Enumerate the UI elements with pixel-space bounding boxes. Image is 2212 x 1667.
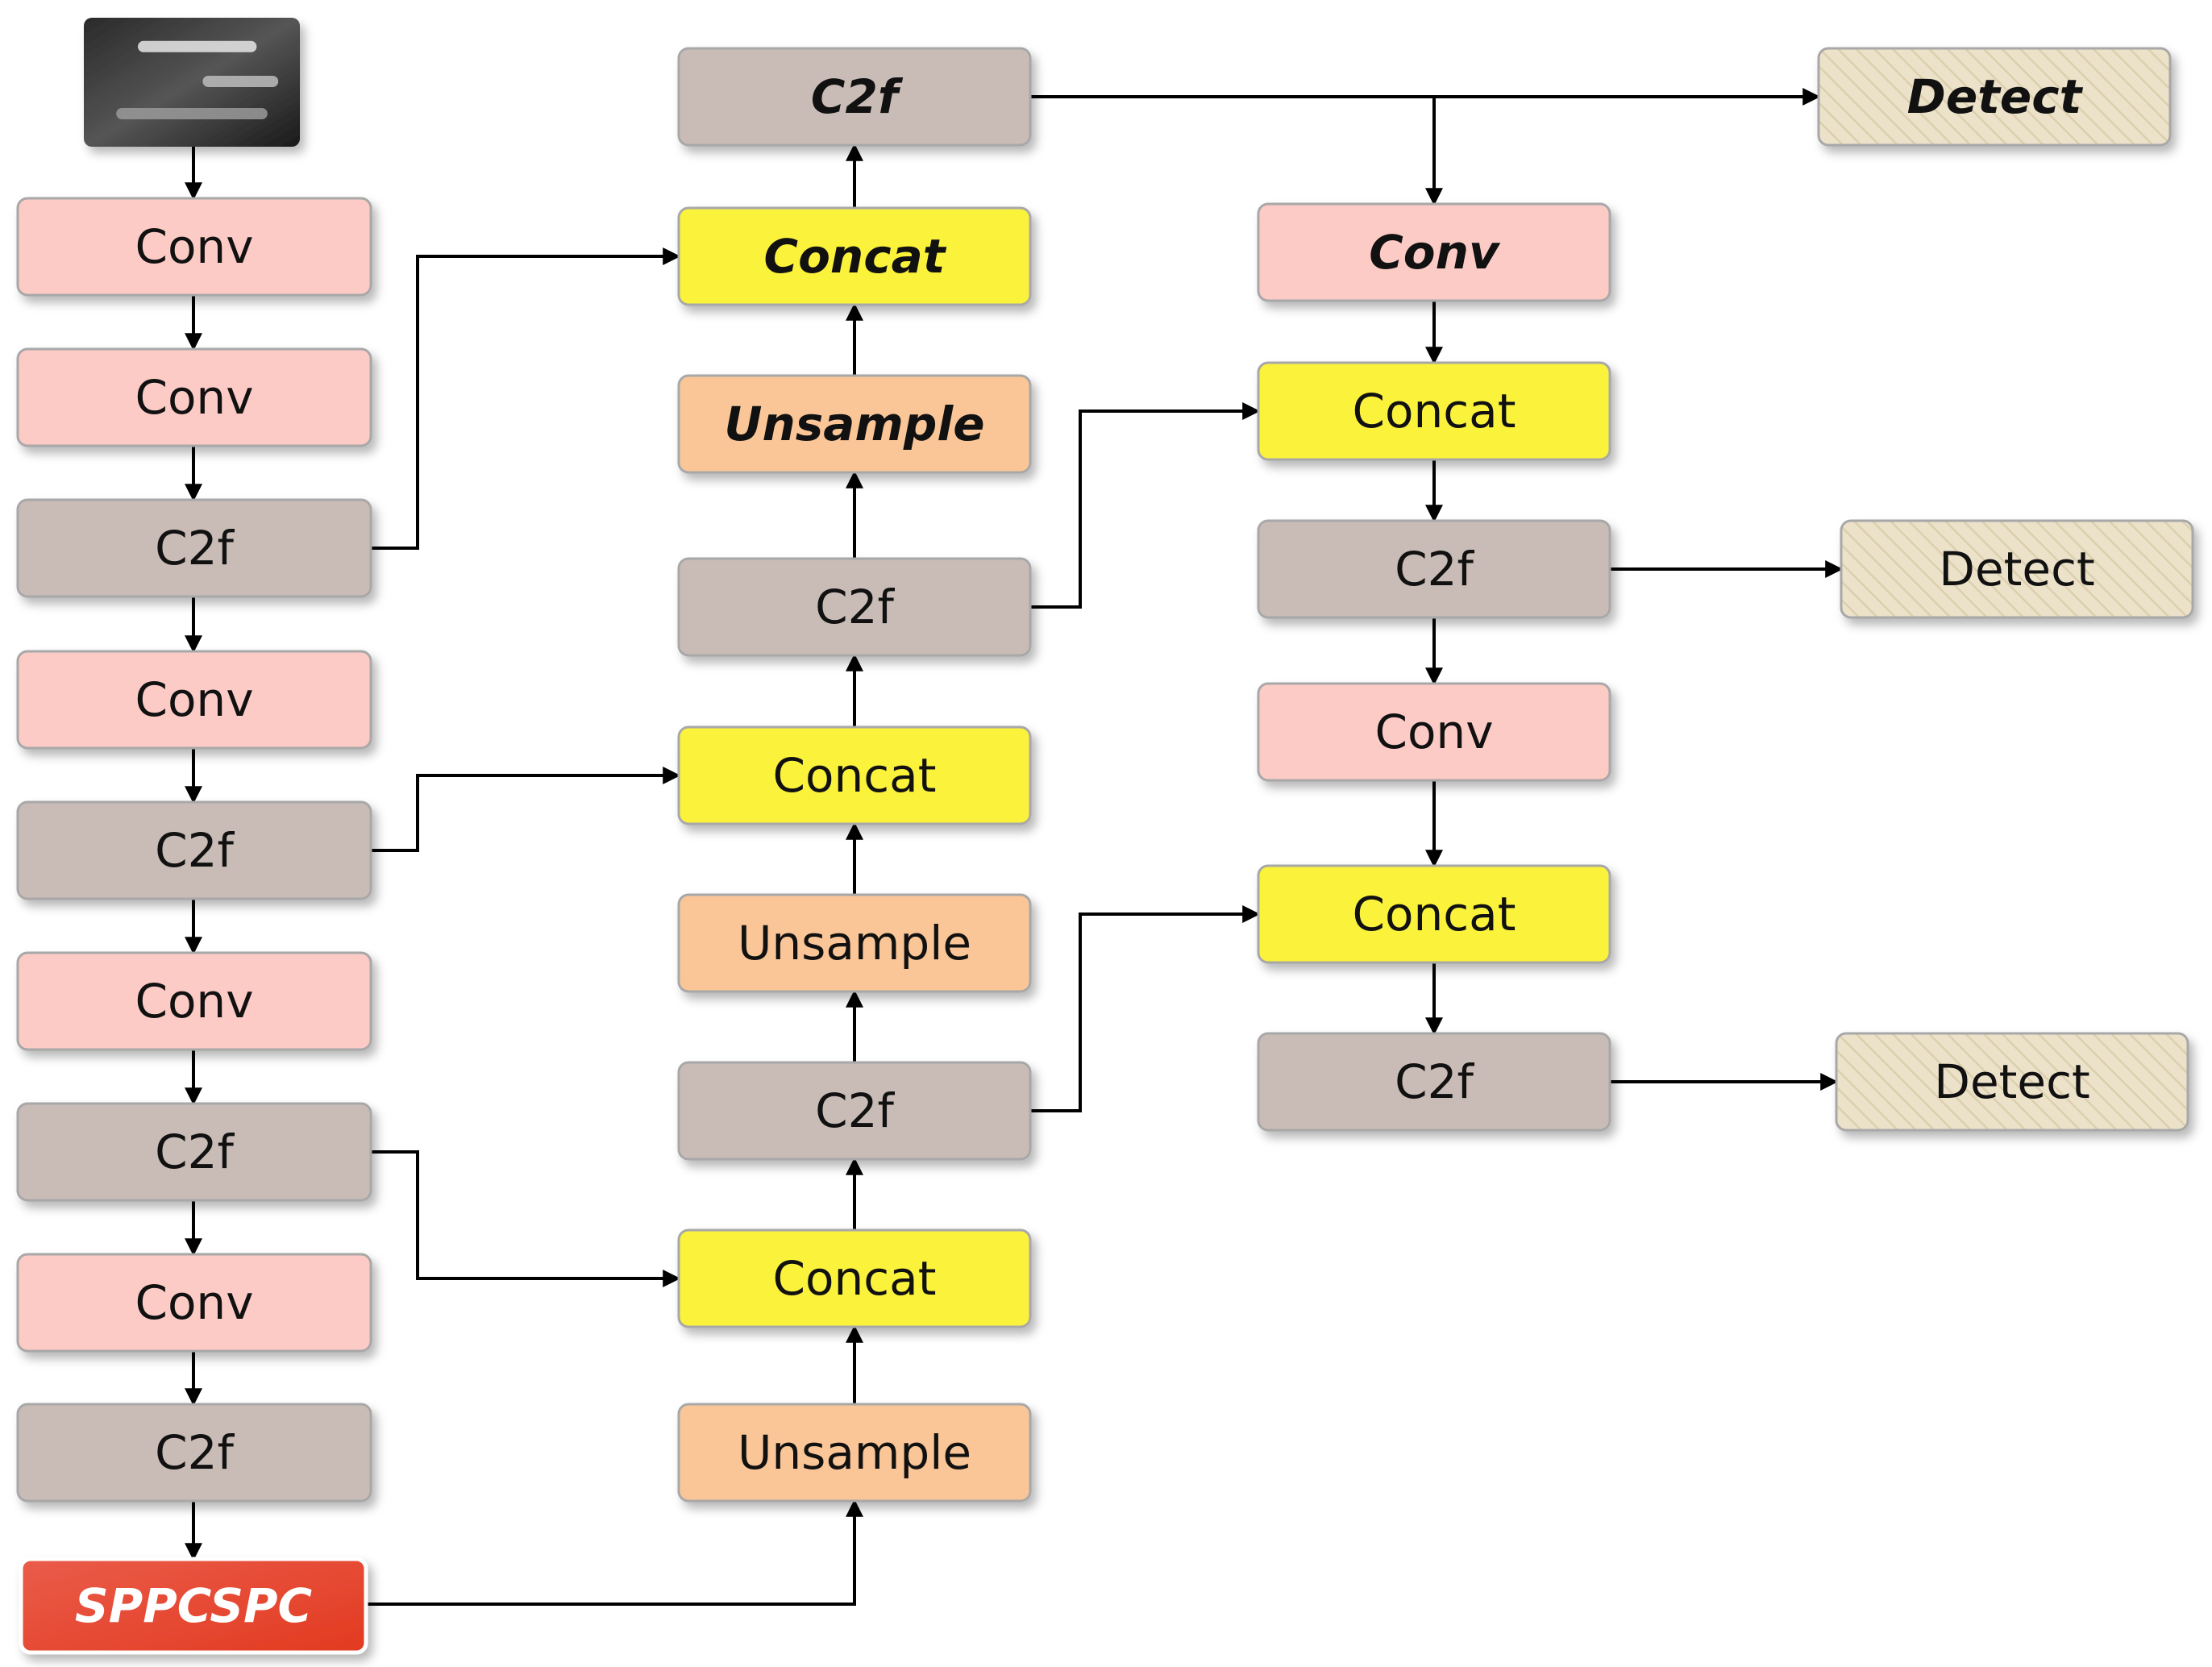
node-nk-concat1-label: Concat (764, 229, 947, 284)
node-bb-c2f1: C2f (16, 498, 372, 598)
node-hd-c2f2: C2f (1257, 1032, 1611, 1132)
edge-bb_c2f3-to-nk_concat3 (371, 1150, 681, 1287)
node-detect2: Detect (1840, 519, 2194, 619)
node-bb-conv5-box (16, 1253, 372, 1353)
node-hd-conv1-label: Conv (1369, 225, 1501, 280)
node-nk-upsample1: Unsample (677, 374, 1032, 474)
node-hd-concat2: Concat (1257, 864, 1611, 964)
node-hd-conv1: Conv (1257, 202, 1611, 302)
node-hd-c2f1: C2f (1257, 519, 1611, 619)
node-hd-conv2-label: Conv (1374, 705, 1493, 759)
node-nk-c2f-mid2-label: C2f (815, 1083, 895, 1138)
node-bb-conv2-label: Conv (135, 370, 253, 425)
node-nk-concat1: Concat (677, 206, 1032, 306)
node-nk-upsample3-label: Unsample (738, 1425, 971, 1480)
node-nk-c2f-top-box (677, 47, 1032, 147)
node-bb-conv5-label: Conv (135, 1275, 253, 1330)
node-nk-concat3: Concat (677, 1228, 1032, 1328)
node-bb-conv1-box (16, 197, 372, 297)
node-hd-conv2: Conv (1257, 682, 1611, 782)
node-bb-conv2-box (16, 347, 372, 447)
node-hd-concat2-box (1257, 864, 1611, 964)
node-bb-c2f1-label: C2f (155, 521, 235, 576)
node-hd-concat1: Concat (1257, 361, 1611, 461)
node-nk-c2f-mid2-box (677, 1061, 1032, 1161)
edge-bb_c2f1-to-nk_concat1 (371, 247, 681, 550)
node-detect1-box (1817, 47, 2172, 147)
edge-nk_c2f_mid1-to-hd_concat1 (1030, 402, 1261, 609)
node-bb-c2f2: C2f (16, 800, 372, 900)
node-nk-concat2-label: Concat (773, 748, 937, 803)
node-nk-upsample2-box (677, 893, 1032, 993)
edge-bb_sppcspc-to-nk_upsample3 (366, 1499, 863, 1606)
node-detect2-label: Detect (1939, 542, 2094, 597)
node-bb-conv3: Conv (16, 650, 372, 750)
node-nk-concat2-box (677, 725, 1032, 825)
node-nk-concat2: Concat (677, 725, 1032, 825)
node-bb-conv4-box (16, 951, 372, 1051)
node-detect3-box (1835, 1032, 2189, 1132)
node-nk-c2f-mid1-box (677, 557, 1032, 657)
node-detect2-box (1840, 519, 2194, 619)
node-nk-concat1-box (677, 206, 1032, 306)
node-nk-c2f-mid1-label: C2f (815, 580, 895, 634)
node-nk-c2f-top-label: C2f (811, 69, 904, 124)
node-bb-c2f4-label: C2f (155, 1425, 235, 1480)
node-bb-sppcspc-label: SPPCSPC (75, 1578, 312, 1633)
node-hd-c2f1-label: C2f (1395, 542, 1474, 597)
node-nk-upsample1-box (677, 374, 1032, 474)
node-bb-sppcspc: SPPCSPC (19, 1557, 368, 1655)
node-bb-conv3-box (16, 650, 372, 750)
node-bb-conv5: Conv (16, 1253, 372, 1353)
node-bb-conv1: Conv (16, 197, 372, 297)
node-hd-c2f1-box (1257, 519, 1611, 619)
node-nk-upsample2-label: Unsample (738, 916, 971, 971)
input-image-streak (202, 76, 279, 87)
edge-bb_c2f2-to-nk_concat2 (371, 767, 681, 852)
node-detect1: Detect (1817, 47, 2172, 147)
node-detect1-label: Detect (1907, 69, 2084, 124)
node-bb-c2f2-box (16, 800, 372, 900)
node-nk-c2f-top: C2f (677, 47, 1032, 147)
node-bb-c2f3-label: C2f (155, 1124, 235, 1179)
node-bb-c2f3: C2f (16, 1102, 372, 1202)
node-bb-conv1-label: Conv (135, 219, 253, 274)
node-hd-conv2-box (1257, 682, 1611, 782)
node-nk-upsample1-label: Unsample (724, 397, 984, 451)
node-bb-c2f2-label: C2f (155, 823, 235, 878)
node-nk-c2f-mid1: C2f (677, 557, 1032, 657)
edge-nk_c2f_mid2-to-hd_concat2 (1030, 905, 1261, 1112)
node-layer: ConvConvC2fConvC2fConvC2fConvC2fSPPCSPCC… (16, 18, 2194, 1655)
node-bb-c2f4-box (16, 1403, 372, 1503)
node-bb-c2f3-box (16, 1102, 372, 1202)
node-hd-c2f2-box (1257, 1032, 1611, 1132)
node-nk-concat3-box (677, 1228, 1032, 1328)
node-nk-upsample3: Unsample (677, 1403, 1032, 1503)
input-image-streak (138, 40, 257, 52)
node-nk-concat3-label: Concat (773, 1251, 937, 1306)
node-nk-c2f-mid2: C2f (677, 1061, 1032, 1161)
node-bb-conv2: Conv (16, 347, 372, 447)
edge-layer (185, 88, 1844, 1606)
node-hd-concat1-box (1257, 361, 1611, 461)
node-bb-conv4: Conv (16, 951, 372, 1051)
node-hd-concat2-label: Concat (1353, 887, 1516, 942)
node-detect3-label: Detect (1934, 1054, 2089, 1109)
node-bb-c2f4: C2f (16, 1403, 372, 1503)
node-nk-upsample3-box (677, 1403, 1032, 1503)
node-input (84, 18, 300, 147)
node-hd-c2f2-label: C2f (1395, 1054, 1474, 1109)
node-hd-concat1-label: Concat (1353, 384, 1516, 439)
node-bb-conv3-label: Conv (135, 672, 253, 727)
node-bb-c2f1-box (16, 498, 372, 598)
node-detect3: Detect (1835, 1032, 2189, 1132)
input-image-streak (116, 108, 268, 119)
node-nk-upsample2: Unsample (677, 893, 1032, 993)
node-bb-conv4-label: Conv (135, 974, 253, 1029)
node-bb-sppcspc-box (19, 1557, 368, 1655)
node-hd-conv1-box (1257, 202, 1611, 302)
